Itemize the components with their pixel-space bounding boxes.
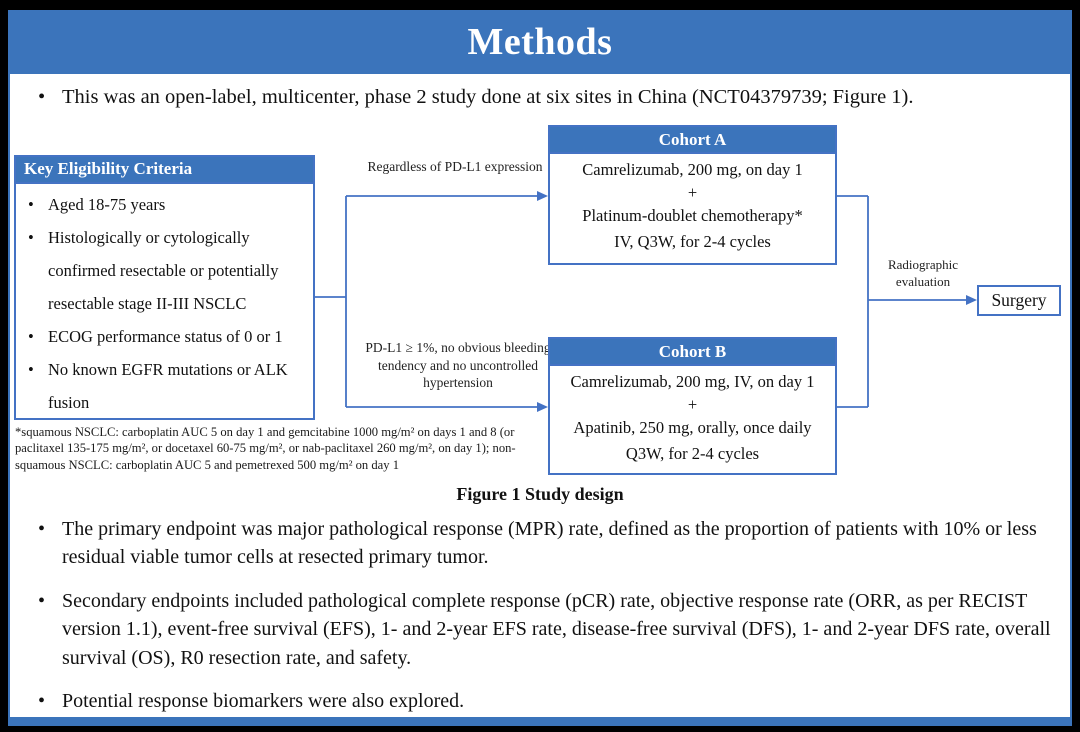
eligibility-item: Histologically or cytologically confirme…: [24, 221, 307, 320]
cohort-b-line: Q3W, for 2-4 cycles: [625, 443, 760, 463]
slide-content: This was an open-label, multicenter, pha…: [8, 74, 1072, 717]
cohort-a-line: IV, Q3W, for 2-4 cycles: [614, 231, 771, 251]
cohort-a-arrowhead-icon: [537, 191, 548, 201]
branch-label-top: Regardless of PD-L1 expression: [367, 159, 543, 174]
cohort-b-line: Apatinib, 250 mg, orally, once daily: [573, 417, 812, 437]
connector-lines: [315, 191, 977, 412]
surgery-arrowhead-icon: [966, 295, 977, 305]
primary-endpoint-bullet: The primary endpoint was major pathologi…: [28, 515, 1056, 572]
eligibility-box: Key Eligibility Criteria Aged 18-75 year…: [14, 155, 315, 420]
cohort-b-box: Cohort B Camrelizumab, 200 mg, IV, on da…: [548, 337, 837, 475]
figure-caption: Figure 1 Study design: [456, 484, 624, 504]
bottom-accent-bar: [8, 717, 1072, 726]
eligibility-item: Aged 18-75 years: [24, 188, 307, 221]
endpoint-bullets: The primary endpoint was major pathologi…: [28, 515, 1056, 716]
surgery-box: Surgery: [977, 285, 1061, 316]
eligibility-list: Aged 18-75 years Histologically or cytol…: [16, 184, 313, 419]
plus-sign: +: [687, 395, 698, 415]
eligibility-item: ECOG performance status of 0 or 1: [24, 320, 307, 353]
biomarkers-text: Potential response biomarkers were also …: [62, 689, 465, 712]
chemotherapy-footnote: *squamous NSCLC: carboplatin AUC 5 on da…: [15, 425, 516, 472]
branch-label-bottom: PD-L1 ≥ 1%, no obvious bleeding tendency…: [365, 340, 551, 391]
cohort-a-line: Camrelizumab, 200 mg, on day 1: [582, 160, 803, 179]
biomarkers-bullet: Potential response biomarkers were also …: [28, 687, 1056, 716]
eligibility-item: No known EGFR mutations or ALK fusion: [24, 353, 307, 419]
cohort-a-header: Cohort A: [550, 127, 835, 154]
methods-slide: Methods This was an open-label, multicen…: [8, 10, 1072, 726]
surgery-label: Surgery: [991, 290, 1047, 310]
secondary-endpoint-bullet: Secondary endpoints included pathologica…: [28, 587, 1056, 672]
intro-bullet: This was an open-label, multicenter, pha…: [28, 83, 1056, 112]
cohort-a-line: Platinum-doublet chemotherapy*: [582, 205, 803, 225]
primary-endpoint-text: The primary endpoint was major pathologi…: [62, 518, 1037, 569]
cohort-a-box: Cohort A Camrelizumab, 200 mg, on day 1 …: [548, 125, 837, 265]
plus-sign: +: [687, 183, 698, 203]
cohort-a-body: Camrelizumab, 200 mg, on day 1 + Platinu…: [550, 154, 835, 255]
page-title: Methods: [467, 21, 613, 63]
cohort-b-arrowhead-icon: [537, 402, 548, 412]
radiographic-evaluation-label: Radiographic evaluation: [887, 257, 959, 289]
eligibility-header: Key Eligibility Criteria: [16, 157, 313, 184]
cohort-b-header: Cohort B: [550, 339, 835, 366]
title-bar: Methods: [8, 10, 1072, 74]
cohort-b-body: Camrelizumab, 200 mg, IV, on day 1 + Apa…: [550, 366, 835, 467]
cohort-b-line: Camrelizumab, 200 mg, IV, on day 1: [570, 372, 815, 391]
study-design-figure: Key Eligibility Criteria Aged 18-75 year…: [10, 115, 1070, 512]
intro-bullet-text: This was an open-label, multicenter, pha…: [62, 86, 914, 108]
secondary-endpoint-text: Secondary endpoints included pathologica…: [62, 589, 1051, 669]
